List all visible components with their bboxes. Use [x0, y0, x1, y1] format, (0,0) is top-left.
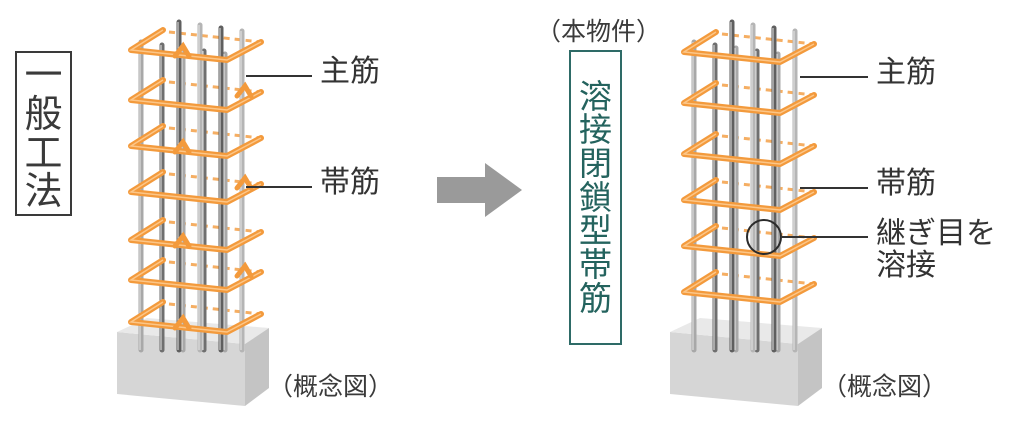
hoop-hook: [172, 313, 192, 331]
subject-property-note: （本物件）: [536, 17, 662, 46]
footing-side-face: [798, 328, 822, 406]
callout-main-rebar-left: 主筋: [320, 54, 380, 89]
hoop-hook: [172, 231, 192, 249]
leader-line-main-rebar-left: [246, 75, 312, 77]
hoop-back-segment: [721, 32, 815, 46]
weld-joint-circle-marker: [746, 219, 782, 255]
footing-front-face: [670, 332, 798, 406]
hoop-front-highlight: [681, 31, 815, 63]
arrow-right-icon: [437, 163, 522, 217]
callout-main-rebar-right: 主筋: [876, 55, 936, 90]
method-label-char: 帯: [579, 244, 612, 284]
method-label-char: 一: [24, 53, 63, 97]
method-label-char: 法: [24, 169, 63, 214]
hoop-front-highlight: [128, 171, 262, 203]
caption-concept-diagram-left: （概念図）: [268, 372, 394, 401]
caption-concept-diagram-right: （概念図）: [822, 372, 948, 401]
callout-weld-joint-line1: 継ぎ目を: [876, 216, 996, 251]
hoop-hook: [172, 41, 192, 59]
hoop-back-segment: [168, 30, 262, 44]
leader-line-weld-joint: [782, 236, 868, 238]
leader-line-main-rebar-right: [800, 76, 868, 78]
hoop-hook: [234, 81, 254, 99]
hoop-hook: [234, 173, 254, 191]
callout-weld-joint-line2: 溶接: [876, 247, 936, 283]
method-label-char: 溶: [579, 76, 612, 116]
callout-hoop-left: 帯筋: [320, 165, 380, 200]
method-label-char: 閉: [579, 144, 612, 184]
method-label-char: 般: [24, 91, 63, 136]
hoop-front-highlight: [681, 225, 815, 257]
footing-side-face: [245, 328, 269, 406]
leader-line-hoop-left: [246, 186, 312, 188]
hoop-front-highlight: [681, 271, 815, 303]
hoop-front-highlight: [128, 259, 262, 291]
leader-line-hoop-right: [800, 187, 868, 189]
hoop-front-highlight: [681, 179, 815, 211]
method-label-char: 工: [24, 130, 63, 175]
method-label-general-construction: 一 般 工 法: [15, 51, 72, 216]
method-label-welded-closed-hoop: 溶 接 閉 鎖 型 帯 筋: [569, 50, 622, 345]
hoop-front-highlight: [681, 133, 815, 165]
callout-weld-joint: 継ぎ目を 溶接: [876, 218, 996, 281]
hoop-front-highlight: [681, 82, 815, 114]
method-label-char: 接: [579, 110, 612, 150]
method-label-char: 型: [579, 211, 612, 251]
hoop-hook: [234, 261, 254, 279]
method-label-char: 鎖: [579, 177, 612, 217]
hoop-front-highlight: [128, 79, 262, 111]
hoop-hook: [172, 137, 192, 155]
footing-top-face: [670, 318, 822, 344]
callout-hoop-right: 帯筋: [876, 166, 936, 201]
footing-front-face: [117, 332, 245, 406]
method-label-char: 筋: [579, 278, 612, 318]
